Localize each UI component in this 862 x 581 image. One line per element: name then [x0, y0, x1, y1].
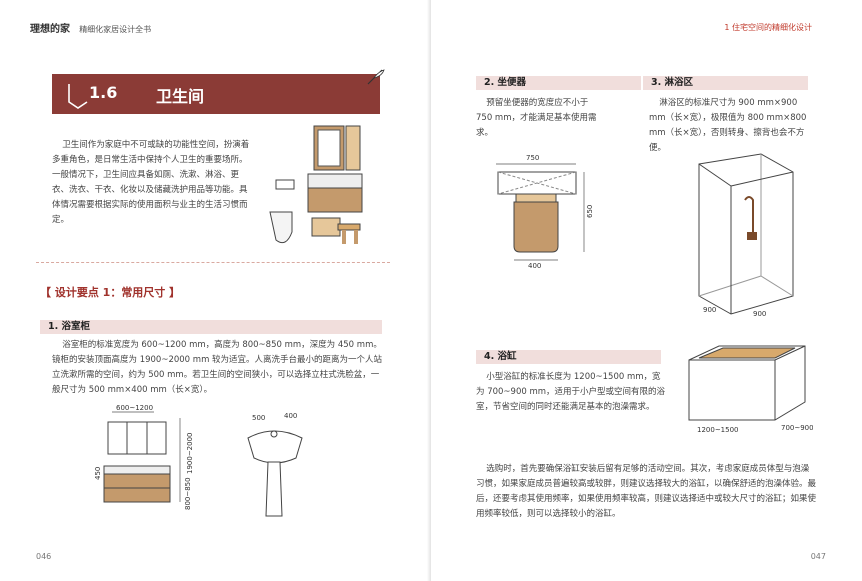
bathtub-drawing: 1200~1500 700~900 — [688, 345, 813, 434]
bracket-icon — [68, 84, 88, 109]
dim-tub-wid: 700~900 — [781, 424, 813, 432]
section-bathtub: 4. 浴缸 — [476, 350, 661, 364]
section-toilet: 2. 坐便器 — [476, 76, 641, 90]
section-number: 1.6 — [89, 83, 118, 102]
dim-cab-height: 1900~2000 — [186, 433, 194, 475]
bathroom-illustration — [269, 125, 363, 244]
dim-tub-len: 1200~1500 — [697, 426, 739, 434]
toilet-drawing: 750 650 400 — [496, 154, 594, 270]
pedestal-basin-drawing: 500 400 — [247, 412, 303, 517]
dim-shower-a: 900 — [703, 306, 716, 314]
brand: 理想的家 精细化家居设计全书 — [30, 20, 151, 35]
section-title: 卫生间 — [156, 87, 205, 106]
bath-cabinet-text: 浴室柜的标准宽度为 600~1200 mm，高度为 800~850 mm，深度为… — [52, 340, 383, 395]
dim-cab-low: 800~850 — [184, 477, 192, 510]
shower-drawing: 900 900 — [698, 153, 794, 318]
dim-basin-b: 400 — [284, 412, 297, 420]
dim-toilet-seat: 400 — [528, 262, 541, 270]
dashed-divider — [36, 262, 390, 263]
page-number-left: 046 — [36, 552, 52, 561]
page-number-right: 047 — [810, 552, 826, 561]
dim-shower-b: 900 — [753, 310, 766, 318]
brand-name: 理想的家 — [30, 24, 70, 35]
intro-text: 卫生间作为家庭中不可或缺的功能性空间，扮演着多重角色，是日常生活中保持个人卫生的… — [52, 140, 250, 225]
running-header: 1 住宅空间的精细化设计 — [724, 23, 812, 32]
section-bath-cabinet: 1. 浴室柜 — [40, 320, 382, 334]
right-page: 1 住宅空间的精细化设计 2. 坐便器 预留坐便器的宽度应不小于 750 mm，… — [431, 0, 862, 581]
vanity-cabinet-drawing: 600~1200 1900~2000 450 800~850 — [94, 404, 194, 510]
section-shower: 3. 淋浴区 — [643, 76, 808, 90]
left-page: 理想的家 精细化家居设计全书 1.6 卫生间 卫生间作为家庭中不可或缺的功能性空… — [30, 20, 390, 561]
dim-toilet-d: 650 — [586, 205, 594, 218]
dim-cab-width: 600~1200 — [116, 404, 153, 412]
section-title-band: 1.6 卫生间 — [52, 69, 385, 114]
bathtub-text-2: 选购时，首先要确保浴缸安装后留有足够的活动空间。其次，考虑家庭成员体型与泡澡习惯… — [476, 464, 817, 519]
leaf-icon — [367, 69, 385, 85]
key-point-heading: 【 设计要点 1：常用尺寸 】 — [40, 286, 181, 299]
shower-text: 淋浴区的标准尺寸为 900 mm×900 mm（长×宽），极限值为 800 mm… — [649, 98, 807, 153]
dim-cab-depth: 450 — [94, 467, 102, 480]
toilet-text: 预留坐便器的宽度应不小于 750 mm，才能满足基本使用需求。 — [476, 98, 597, 138]
bathtub-text: 小型浴缸的标准长度为 1200~1500 mm，宽为 700~900 mm，适用… — [476, 372, 666, 412]
dim-basin-a: 500 — [252, 414, 265, 422]
dim-toilet-w: 750 — [526, 154, 539, 162]
book-title: 精细化家居设计全书 — [79, 25, 152, 34]
